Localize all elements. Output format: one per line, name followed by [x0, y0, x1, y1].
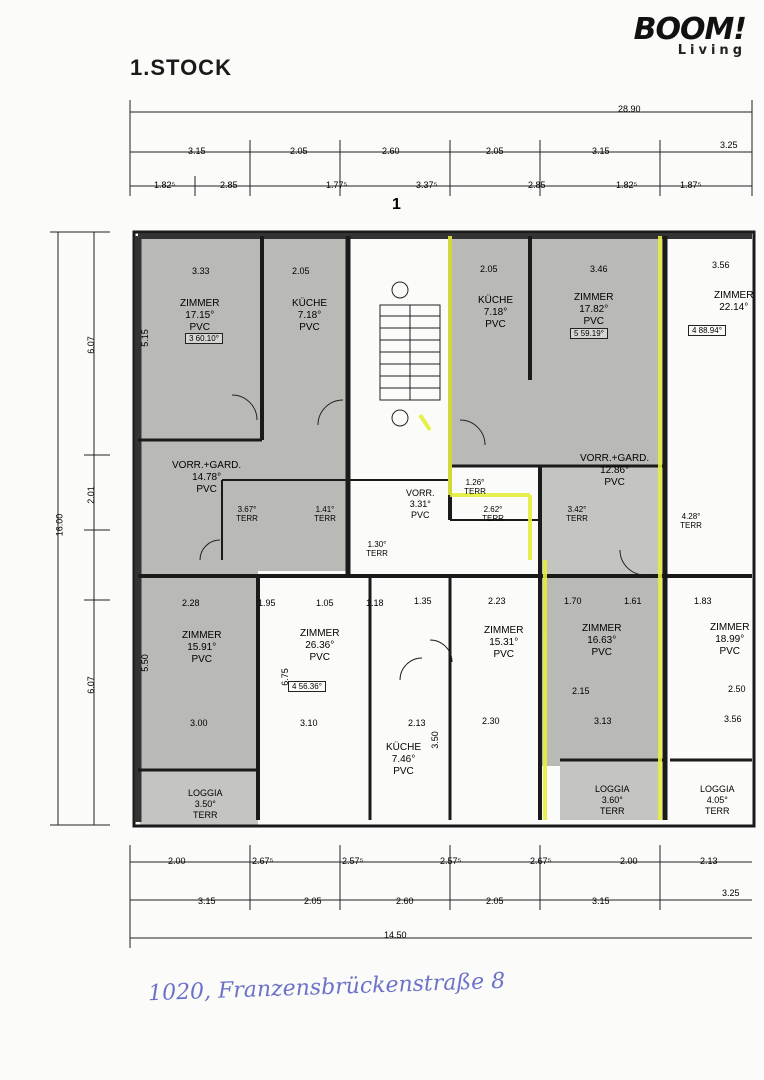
- walls: [132, 230, 756, 828]
- top-dimension-lines: [129, 100, 753, 196]
- bottom-dimension-lines: [129, 845, 752, 948]
- logo-sub-text: Living: [677, 43, 746, 58]
- highlight-outline: [418, 236, 662, 820]
- staircase: [379, 281, 441, 427]
- logo-main-text: BOOM!: [633, 12, 747, 47]
- page-title: 1.STOCK: [130, 55, 232, 80]
- door-swings: [199, 394, 646, 681]
- brand-logo: BOOM! Living: [633, 12, 747, 58]
- shaded-unit-right: [450, 236, 665, 820]
- shaded-unit-left: [138, 236, 348, 825]
- left-dimension-lines: [50, 231, 110, 826]
